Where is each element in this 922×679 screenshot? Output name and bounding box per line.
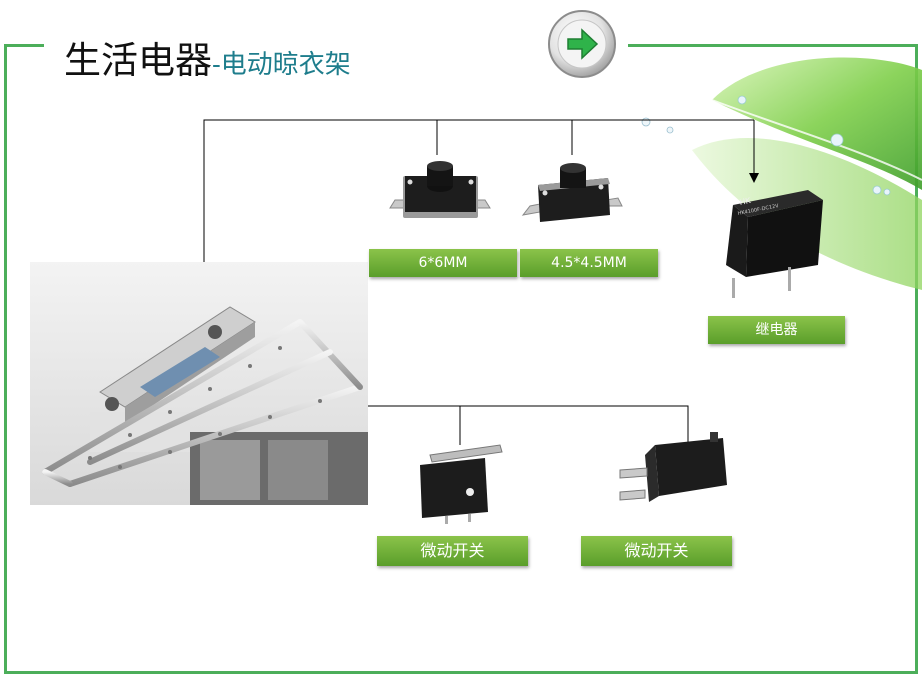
- frame-top-left: [4, 44, 44, 47]
- label-6x6mm: 6*6MM: [369, 249, 517, 277]
- frame-right: [915, 44, 918, 674]
- tactile-switch-6x6-image: [389, 161, 491, 218]
- arrow-right-icon: [548, 10, 616, 78]
- next-slide-button[interactable]: [546, 8, 618, 80]
- microswitch-terminal-image: [619, 432, 727, 502]
- title-main: 生活电器: [64, 39, 212, 82]
- label-microswitch-2: 微动开关: [581, 536, 732, 566]
- frame-top-right: [628, 44, 918, 47]
- relay-image: HK HK4100F-DC12V: [726, 190, 823, 298]
- frame-bottom: [4, 671, 918, 674]
- label-microswitch-1: 微动开关: [377, 536, 528, 566]
- clothes-rack-photo: [30, 262, 368, 505]
- relay-brand: HK: [739, 196, 753, 207]
- label-relay: 继电器: [708, 316, 845, 344]
- microswitch-lever-image: [420, 444, 503, 524]
- tactile-switch-4.5x4.5-image: [521, 163, 623, 222]
- page-title: 生活电器-电动晾衣架: [64, 30, 351, 84]
- label-4.5x4.5mm: 4.5*4.5MM: [520, 249, 658, 277]
- frame-left: [4, 44, 7, 674]
- title-subtitle: -电动晾衣架: [212, 50, 351, 80]
